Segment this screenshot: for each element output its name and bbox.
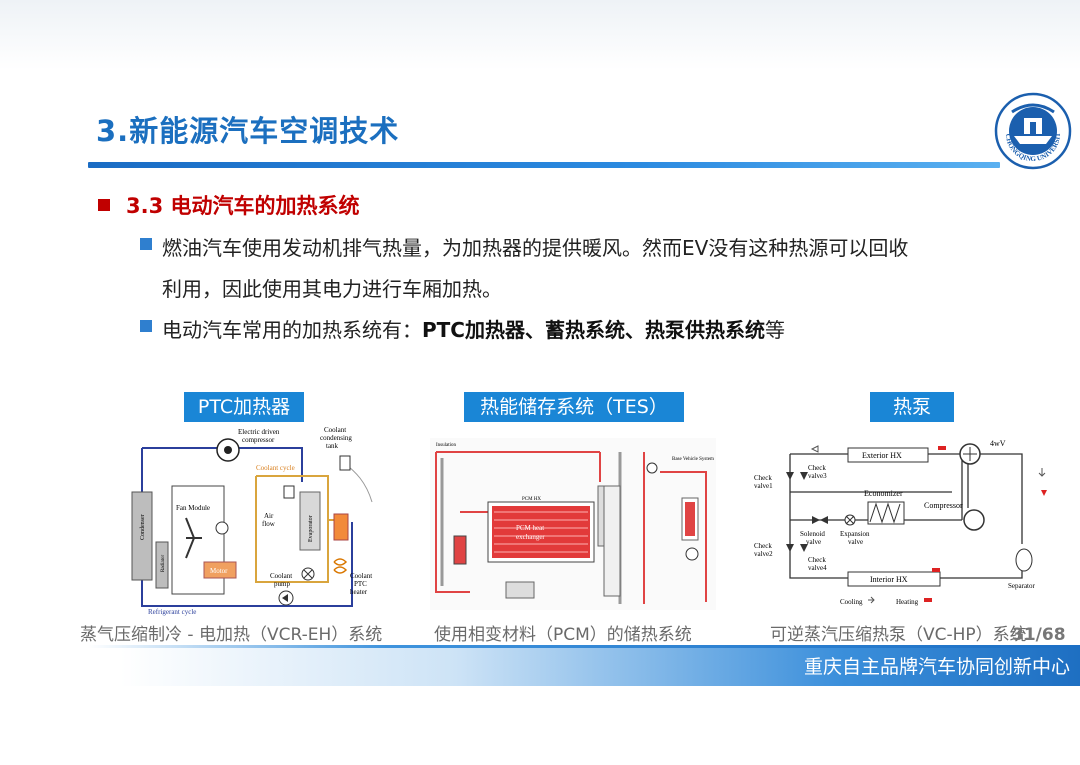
solenoid-text-2: valve [806,538,821,546]
cooling-legend-text: Cooling [840,598,863,606]
coolant-tank-text-3: tank [326,442,339,450]
coolant-ptc-text-2: PTC [354,580,367,588]
footer-band [120,648,1080,686]
insulation-text: Insulation [436,443,456,448]
vcr-eh-diagram: Condenser Radiator Fan Module Motor Evap… [128,422,384,616]
four-wv-text: 4wV [990,439,1006,448]
red-bullet-icon [98,199,110,211]
check-valve3-text-1: Check [808,464,826,472]
section-heading: 3.3 电动汽车的加热系统 [98,190,360,220]
electric-driven-text: Electric driven [238,428,280,436]
pcm-hx-text: PCM HX [522,497,541,502]
paragraph-1-line-1: 燃油汽车使用发动机排气热量，为加热器的提供暖风。然而EV没有这种热源可以回收 [162,236,909,260]
coolant-pump-text-2: pump [274,580,290,588]
solenoid-text-1: Solenoid [800,530,825,538]
tes-diagram: PCM HX PCM heat exchanger Insulation Bas… [430,432,720,614]
figure-1-caption: 蒸气压缩制冷 - 电加热（VCR-EH）系统 [80,625,383,645]
footer-organization: 重庆自主品牌汽车协同创新中心 [803,656,1070,678]
check-valve2-text-2: valve2 [754,550,773,558]
radiator-text: Radiator [161,554,166,572]
check-valve3-text-2: valve3 [808,472,827,480]
coolant-tank-text-2: condensing [320,434,352,442]
figure-3-caption: 可逆蒸汽压缩热泵（VC-HP）系统 [770,625,1027,645]
paragraph-2-prefix: 电动汽车常用的加热系统有： [162,318,422,342]
paragraph-2-suffix: 等 [764,318,785,342]
top-background [0,0,1080,70]
evaporator-text: Evaporator [308,515,314,542]
ptc-heater-label: PTC加热器 [184,392,304,422]
check-valve1-text-2: valve1 [754,482,773,490]
separator-text: Separator [1008,582,1035,590]
expansion-text-1: Expansion [840,530,870,538]
refrigerant-cycle-text: Refrigerant cycle [148,608,196,616]
tes-label: 热能储存系统（TES） [464,392,684,422]
heat-pump-label: 热泵 [870,392,954,422]
page-number: 31/68 [1012,625,1066,645]
interior-hx-text: Interior HX [870,575,908,584]
base-vehicle-text: Base Vehicle System [672,457,714,462]
check-valve4-text-2: valve4 [808,564,827,572]
heating-arrow-icon [924,598,932,602]
exterior-hx-text: Exterior HX [862,451,902,460]
vc-hp-diagram: Exterior HX Interior HX Economizer 4wV C… [752,432,1052,612]
coolant-ptc-text-3: heater [350,588,368,596]
title-underline [88,162,1000,168]
economizer-text: Economizer [864,489,903,498]
fan-module-text: Fan Module [176,504,210,512]
coolant-ptc-text-1: Coolant [350,572,372,580]
air-flow-text-2: flow [262,520,276,528]
cooling-arrow-icon [868,596,875,604]
pcm-heat-text-2: exchanger [516,533,545,541]
paragraph-2: 电动汽车常用的加热系统有：PTC加热器、蓄热系统、热泵供热系统等 [162,314,785,343]
figure-2-caption: 使用相变材料（PCM）的储热系统 [434,625,692,645]
heating-legend-text: Heating [896,598,919,606]
page-title: 3.新能源汽车空调技术 [96,114,400,148]
coolant-cycle-text: Coolant cycle [256,464,295,472]
blue-bullet-icon [140,320,152,332]
check-valve2-text-1: Check [754,542,772,550]
footer-rule [88,645,1080,648]
expansion-text-2: valve [848,538,863,546]
pcm-heat-text-1: PCM heat [516,524,544,532]
compressor-hp-text: Compressor [924,501,963,510]
paragraph-1-line-2: 利用，因此使用其电力进行车厢加热。 [162,277,502,301]
blue-bullet-icon [140,238,152,250]
condenser-text: Condenser [140,514,146,540]
check-valve1-text-1: Check [754,474,772,482]
coolant-pump-text-1: Coolant [270,572,292,580]
coolant-tank-text-1: Coolant [324,426,346,434]
motor-text: Motor [210,567,228,575]
check-valve4-text-1: Check [808,556,826,564]
section-heading-text: 3.3 电动汽车的加热系统 [126,194,360,218]
air-flow-text-1: Air [264,512,274,520]
university-logo: CHONGQING UNIVERSITY [994,92,1072,170]
paragraph-2-bold: PTC加热器、蓄热系统、热泵供热系统 [422,318,765,342]
compressor-text: compressor [242,436,275,444]
